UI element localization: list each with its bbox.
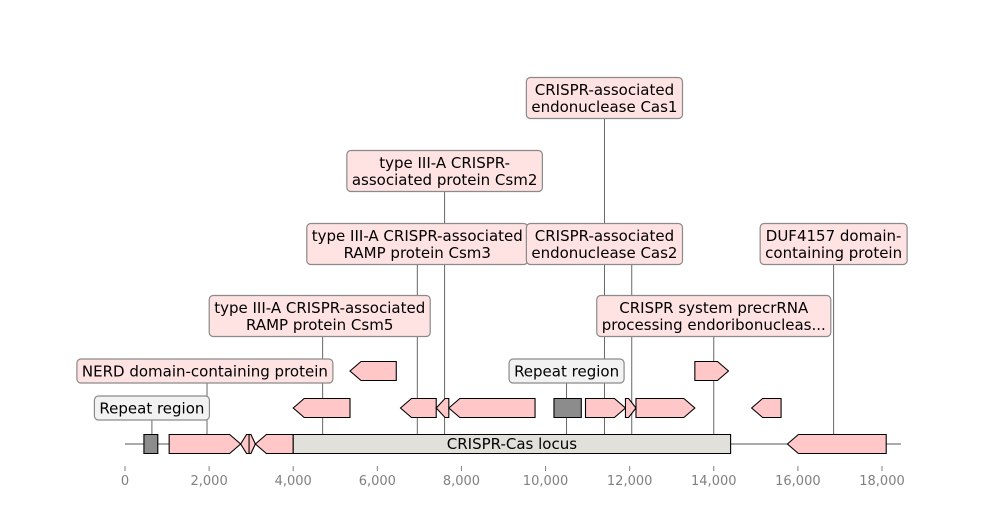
x-tick-label: 8,000	[443, 474, 480, 489]
x-tick-label: 10,000	[523, 474, 569, 489]
x-axis: 0 2,000 4,000 6,000 8,000 10,000 12,000 14,000 1…	[121, 466, 905, 489]
feature-label-box	[525, 222, 684, 266]
locus-label: CRISPR-Cas locus	[447, 435, 577, 453]
x-tick-label: 2,000	[191, 474, 228, 489]
gene-feature-arrow	[786, 433, 887, 455]
feature-label-box	[208, 294, 431, 338]
feature-label-box	[759, 222, 908, 266]
feature-label-text: CRISPR-associated	[535, 81, 674, 99]
feature-label-text: containing protein	[765, 244, 902, 262]
features-layer: CRISPR-Cas locus	[143, 360, 887, 455]
gene-feature-arrow	[292, 397, 351, 419]
feature-label-box	[346, 149, 543, 193]
feature-label-text: type III-A CRISPR-associated	[312, 227, 523, 245]
feature-label-box	[525, 76, 684, 120]
x-tick-label: 0	[121, 474, 129, 489]
feature-label: DUF4157 domain-containing protein	[759, 222, 908, 266]
feature-label-text: endonuclease Cas2	[531, 244, 677, 262]
feature-label-text: processing endoribonucleas...	[602, 316, 826, 334]
feature-label-text: associated protein Csm2	[352, 171, 538, 189]
feature-label-text: DUF4157 domain-	[766, 227, 902, 245]
gene-feature-arrow	[399, 397, 437, 419]
crispr-cas-locus-feature	[292, 433, 732, 455]
feature-label: NERD domain-containing protein	[76, 358, 334, 384]
gene-feature-arrow	[168, 433, 242, 455]
gene-feature-arrow	[694, 360, 730, 382]
feature-label-text: NERD domain-containing protein	[82, 363, 328, 381]
feature-label-box	[596, 294, 832, 338]
feature-label-text: RAMP protein Csm5	[246, 316, 393, 334]
x-tick-label: 16,000	[775, 474, 821, 489]
gene-feature-arrow	[435, 397, 450, 419]
repeat-region-feature	[143, 433, 159, 455]
feature-labels: Repeat region NERD domain-containing prot…	[76, 76, 908, 421]
gene-feature-arrow	[254, 433, 294, 455]
x-tick-label: 6,000	[359, 474, 396, 489]
gene-feature-arrow	[624, 397, 637, 419]
feature-label: Repeat region	[93, 395, 211, 421]
gene-feature-arrow	[635, 397, 696, 419]
feature-label-text: CRISPR system precrRNA	[619, 299, 809, 317]
feature-label-text: type III-A CRISPR-	[379, 154, 510, 172]
x-tick-label: 12,000	[607, 474, 653, 489]
feature-label-text: Repeat region	[99, 400, 204, 418]
repeat-region-feature	[553, 397, 582, 419]
feature-label-text: Repeat region	[514, 363, 619, 381]
feature-label-text: endonuclease Cas1	[531, 98, 677, 116]
feature-label-text: type III-A CRISPR-associated	[214, 299, 425, 317]
feature-label-text: RAMP protein Csm3	[344, 244, 491, 262]
feature-label: type III-A CRISPR-associated protein Csm…	[346, 149, 543, 193]
feature-label-box	[508, 358, 625, 384]
feature-label-box	[93, 395, 211, 421]
x-tick-label: 18,000	[859, 474, 905, 489]
feature-label-text: CRISPR-associated	[535, 227, 674, 245]
gene-feature-arrow	[248, 433, 256, 455]
gene-feature-arrow	[447, 397, 536, 419]
gene-feature-arrow	[240, 433, 250, 455]
gene-feature-arrow	[584, 397, 627, 419]
x-tick-label: 14,000	[691, 474, 737, 489]
feature-label-box	[76, 358, 334, 384]
feature-label: Repeat region	[508, 358, 625, 384]
x-tick-label: 4,000	[275, 474, 312, 489]
gene-feature-arrow	[750, 397, 782, 419]
gene-feature-arrow	[349, 360, 397, 382]
